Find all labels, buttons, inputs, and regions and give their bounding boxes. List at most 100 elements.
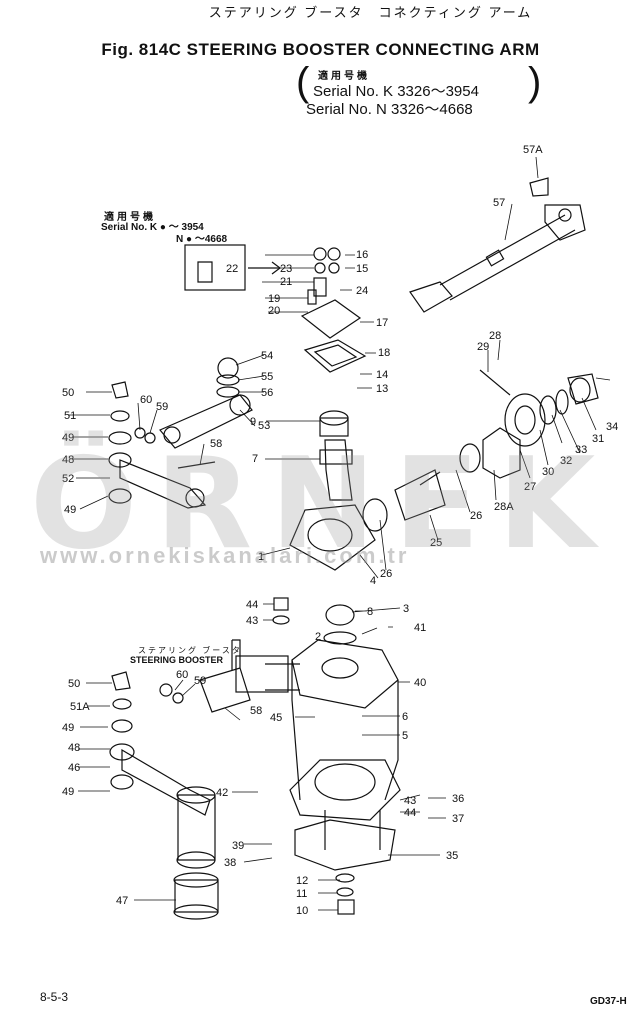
callout-35: 35: [446, 850, 458, 862]
callout-24: 24: [356, 285, 368, 297]
callout-46: 46: [68, 762, 80, 774]
callout-43: 43: [404, 795, 416, 807]
callout-60: 60: [140, 394, 152, 406]
callout-12: 12: [296, 875, 308, 887]
callout-6: 6: [402, 711, 408, 723]
callout-9: 9: [250, 416, 256, 428]
callout-51a: 51A: [70, 701, 90, 713]
callout-23: 23: [280, 263, 292, 275]
callout-50: 50: [68, 678, 80, 690]
callout-21: 21: [280, 276, 292, 288]
callout-27: 27: [524, 481, 536, 493]
callout-18: 18: [378, 347, 390, 359]
leader-lines: [68, 156, 611, 911]
callout-44: 44: [404, 807, 416, 819]
callout-48: 48: [62, 454, 74, 466]
callout-41: 41: [414, 622, 426, 634]
callout-11: 11: [296, 888, 307, 900]
callout-49: 49: [62, 722, 74, 734]
callout-28: 28: [489, 330, 501, 342]
callout-50: 50: [62, 387, 74, 399]
callout-58: 58: [250, 705, 262, 717]
callout-1: 1: [258, 551, 264, 563]
callout-40: 40: [414, 677, 426, 689]
callout-43: 43: [246, 615, 258, 627]
steering-booster-label: STEERING BOOSTER: [130, 655, 224, 665]
callout-16: 16: [356, 249, 368, 261]
callout-25: 25: [430, 537, 442, 549]
callout-5: 5: [402, 730, 408, 742]
callout-49: 49: [62, 432, 74, 444]
callout-57: 57: [493, 197, 505, 209]
callout-8: 8: [367, 606, 373, 618]
callout-56: 56: [261, 387, 273, 399]
tie-rod-assembly: [409, 177, 586, 313]
callout-32: 32: [560, 455, 572, 467]
inset-applicability-jp: 適用号機: [104, 212, 156, 223]
callout-57a: 57A: [523, 144, 543, 156]
callout-47: 47: [116, 895, 128, 907]
watermark-url: www.ornekiskanalari.com.tr: [40, 543, 410, 568]
steering-column-parts: [289, 410, 388, 571]
callout-10: 10: [296, 905, 308, 917]
figure-title: Fig. 814C STEERING BOOSTER CONNECTING AR…: [101, 40, 540, 59]
callout-38: 38: [224, 857, 236, 869]
callout-3: 3: [403, 603, 409, 615]
watermark-logo: ÖRNEK: [30, 430, 614, 577]
callout-14: 14: [376, 369, 388, 381]
page-number: 8-5-3: [40, 990, 69, 1004]
drive-shaft-parts: [394, 369, 599, 521]
steering-booster-body: [199, 639, 300, 713]
callout-54: 54: [261, 350, 273, 362]
callout-7: 7: [252, 453, 258, 465]
callout-59: 59: [194, 675, 206, 687]
upper-arm-parts: [108, 357, 253, 509]
callout-60: 60: [176, 669, 188, 681]
callout-20: 20: [268, 305, 280, 317]
callout-15: 15: [356, 263, 368, 275]
callout-37: 37: [452, 813, 464, 825]
bracket-and-housing: [272, 597, 401, 915]
callout-29: 29: [477, 341, 489, 353]
lower-arm-parts: [109, 671, 219, 920]
callout-52: 52: [62, 473, 74, 485]
steering-booster-label-jp: ステアリング ブースタ: [138, 646, 242, 655]
valve-cover-parts: [300, 247, 367, 373]
title-japanese: ステアリング ブースタ コネクティング アーム: [208, 5, 533, 20]
callout-34: 34: [606, 421, 618, 433]
inset-serial-k: Serial No. K ● ～ 3954: [101, 222, 204, 233]
callout-30: 30: [542, 466, 554, 478]
serial-bracket-left: (: [296, 60, 310, 104]
callout-36: 36: [452, 793, 464, 805]
callout-48: 48: [68, 742, 80, 754]
callout-49: 49: [62, 786, 74, 798]
callout-39: 39: [232, 840, 244, 852]
callout-51: 51: [64, 410, 76, 422]
callout-45: 45: [270, 712, 282, 724]
callout-26: 26: [380, 568, 392, 580]
serial-line-k: Serial No. K 3326～3954: [313, 83, 479, 100]
callout-22: 22: [226, 263, 238, 275]
serial-bracket-right: ): [528, 60, 542, 104]
callout-58: 58: [210, 438, 222, 450]
callout-31: 31: [592, 433, 604, 445]
callout-44: 44: [246, 599, 258, 611]
callout-33: 33: [575, 444, 587, 456]
callout-55: 55: [261, 371, 273, 383]
callout-13: 13: [376, 383, 388, 395]
callout-53: 53: [258, 420, 270, 432]
callout-4: 4: [370, 575, 376, 587]
serial-applicability-jp: 適用号機: [318, 71, 370, 82]
model-code: GD37-H: [590, 996, 627, 1007]
callout-28a: 28A: [494, 501, 514, 513]
callout-17: 17: [376, 317, 388, 329]
inset-serial-n: N ● ～4668: [176, 234, 228, 245]
callout-26: 26: [470, 510, 482, 522]
serial-line-n: Serial No. N 3326～4668: [306, 101, 473, 118]
callout-59: 59: [156, 401, 168, 413]
callout-19: 19: [268, 293, 280, 305]
callout-49: 49: [64, 504, 76, 516]
